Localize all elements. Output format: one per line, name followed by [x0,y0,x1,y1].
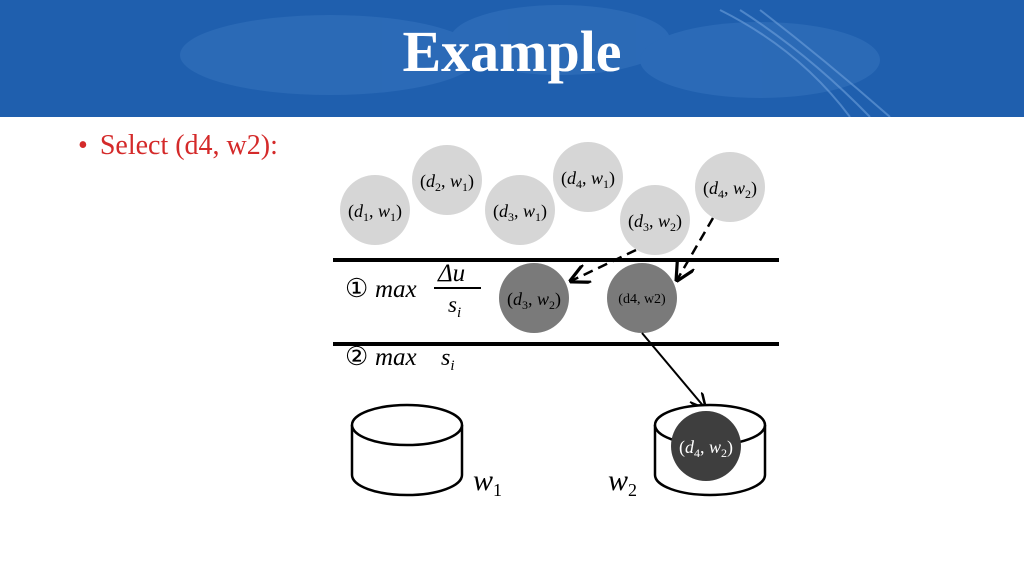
bin-w1 [350,403,464,497]
stage2-expression: si [441,345,455,374]
pool-circle-d4-w1 [553,142,623,212]
slide-title: Example [402,19,622,84]
pool-label-d3-w1: (d3, w1) [493,201,547,224]
pool-circle-d4-w2 [695,152,765,222]
pool-label-d1-w1: (d1, w1) [348,201,402,224]
pool-label-d3-w2: (d3, w2) [628,211,682,234]
solid-arrow-to-w2 [641,332,705,408]
pool-circle-d3-w1 [485,175,555,245]
stage1-numerator: Δu [437,260,465,287]
pool-circle-d2-w1 [412,145,482,215]
candidate-label-d4-w2: (d4, w2) [618,292,666,307]
pool-label-d4-w1: (d4, w1) [561,168,615,191]
pool-label-d2-w1: (d2, w1) [420,171,474,194]
world-map-background [180,5,891,117]
stage2-marker: ② [345,342,368,371]
slide-header: Example [0,0,1024,117]
candidate-circle-d4-w2 [607,263,677,333]
selected-circle-d4-w2 [671,411,741,481]
pool-circle-d3-w2 [620,185,690,255]
stage1-denominator: si [448,292,461,321]
stage2-label: max [375,344,417,371]
stage1-label: max [375,276,417,303]
bullet-text: Select (d4, w2): [99,130,278,161]
dashed-arrow-d3-w2 [571,248,637,281]
dashed-arrow-d4-w2 [677,217,715,280]
pool-label-d4-w2: (d4, w2) [703,178,757,201]
stage1-marker: ① [345,274,368,303]
pool-circle-d1-w1 [340,175,410,245]
bullet-dot: • [78,130,88,161]
bullet-item: • Select (d4, w2): [78,130,278,162]
bin-label-w1: w1 [473,464,502,500]
bin-label-w2: w2 [608,464,637,500]
candidate-circle-d3-w2 [499,263,569,333]
candidate-label-d3-w2: (d3, w2) [507,289,561,312]
selected-label-d4-w2: (d4, w2) [679,437,733,460]
